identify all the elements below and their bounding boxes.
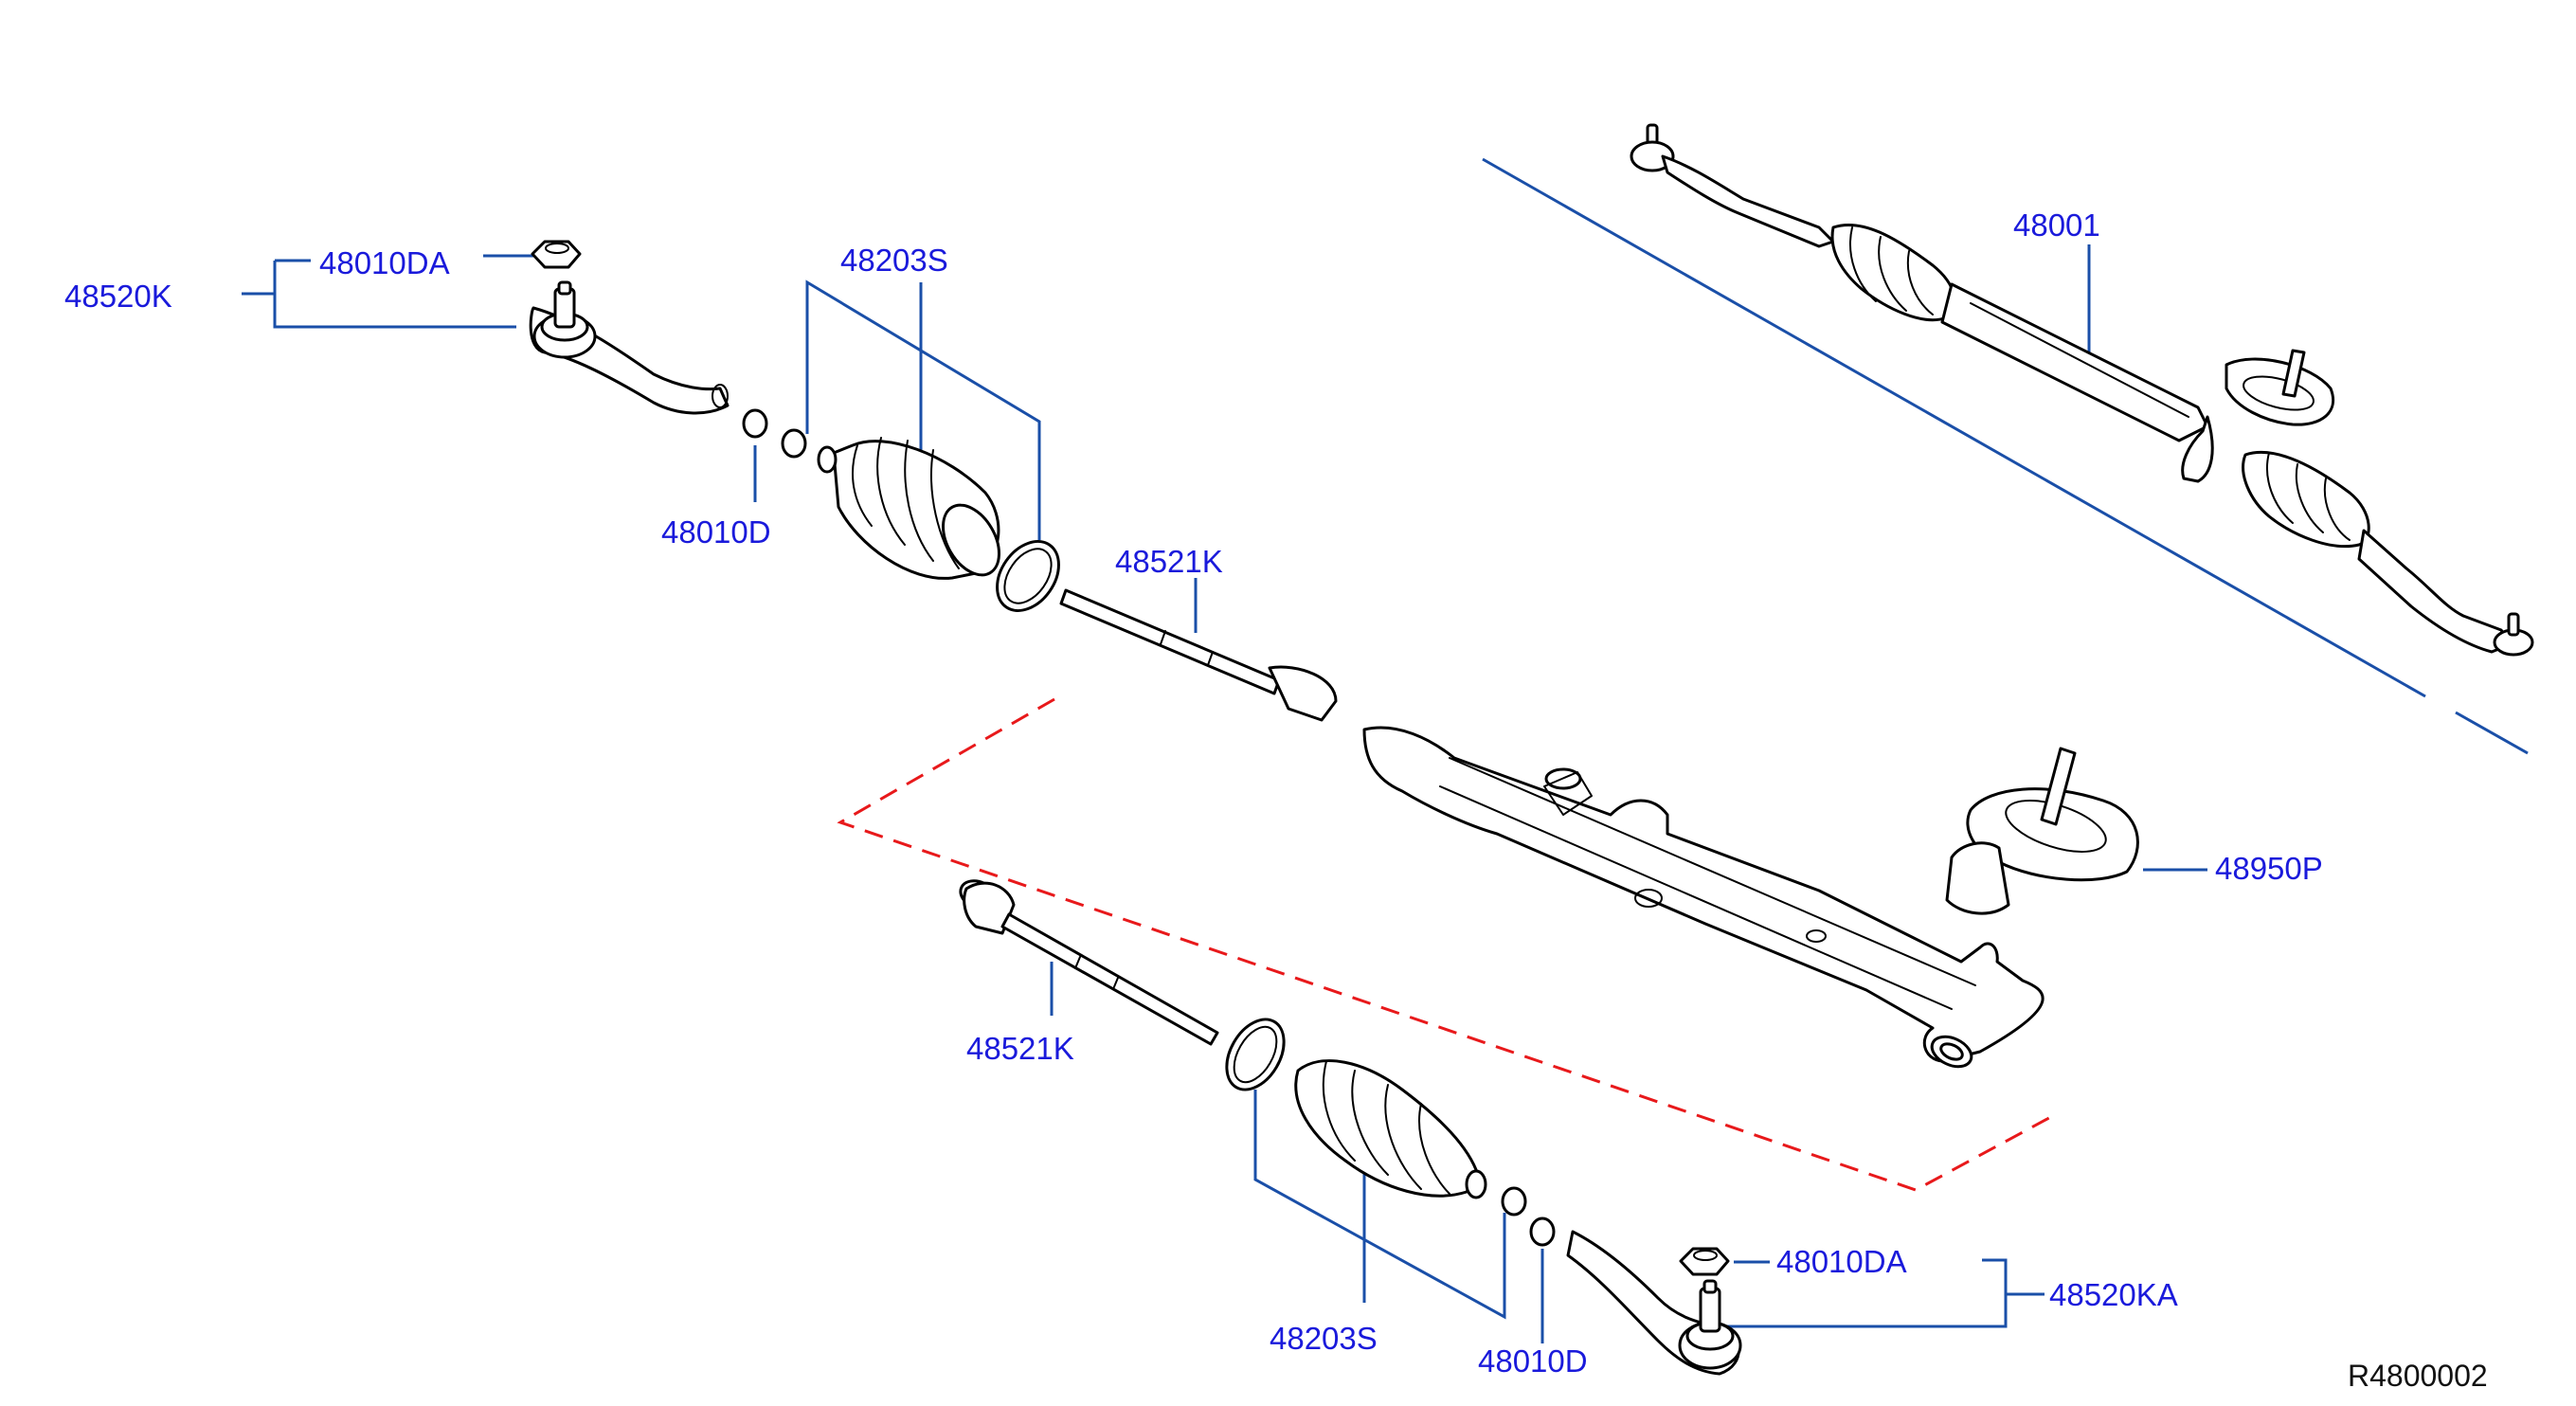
boot-clamp-large-top — [996, 540, 1060, 612]
label-nut-left: 48010DA — [319, 245, 450, 280]
leader-lines — [242, 157, 2529, 1343]
rack-housing — [1362, 726, 2045, 1069]
separator-line-a — [1482, 157, 2426, 698]
label-nut-right: 48010DA — [1776, 1244, 1907, 1279]
boot-clamp-ring-right — [1501, 1186, 1556, 1247]
leader-48520k-bracket — [273, 261, 516, 329]
nut-right — [1679, 1247, 1730, 1276]
tie-rod-end-right — [1566, 1230, 1742, 1376]
reference-code: R4800002 — [2348, 1359, 2488, 1393]
inner-socket-bottom — [959, 879, 1219, 1046]
boot-clamp-ring-left — [742, 408, 807, 459]
label-tie-rod-end-left: 48520K — [64, 279, 172, 314]
label-boot-kit-top: 48203S — [840, 243, 948, 278]
label-gear-assembly: 48001 — [2013, 207, 2100, 243]
inner-socket-top — [1059, 588, 1338, 722]
leader-48203s-bottom-a — [1253, 1090, 1506, 1320]
leader-48203s-top-a — [805, 279, 1041, 540]
nut-left — [531, 240, 582, 269]
gear-assembly-complete — [1630, 123, 2534, 657]
label-boot-clamp-right: 48010D — [1478, 1343, 1588, 1379]
label-boot-kit-bottom: 48203S — [1270, 1321, 1378, 1356]
separator-line-b — [2455, 711, 2529, 755]
label-tie-rod-end-right: 48520KA — [2049, 1277, 2178, 1312]
label-boot-clamp-left: 48010D — [661, 514, 771, 550]
grommet — [1945, 747, 2139, 915]
sub-assembly-outline — [837, 697, 2059, 1192]
label-inner-socket-bottom: 48521K — [966, 1031, 1074, 1066]
boot-top — [817, 437, 1000, 580]
boot-bottom — [1294, 1059, 1487, 1199]
boot-clamp-large-bottom — [1225, 1018, 1286, 1091]
tie-rod-end-left — [529, 280, 730, 415]
label-inner-socket-top: 48521K — [1115, 544, 1223, 579]
label-grommet: 48950P — [2215, 851, 2323, 886]
